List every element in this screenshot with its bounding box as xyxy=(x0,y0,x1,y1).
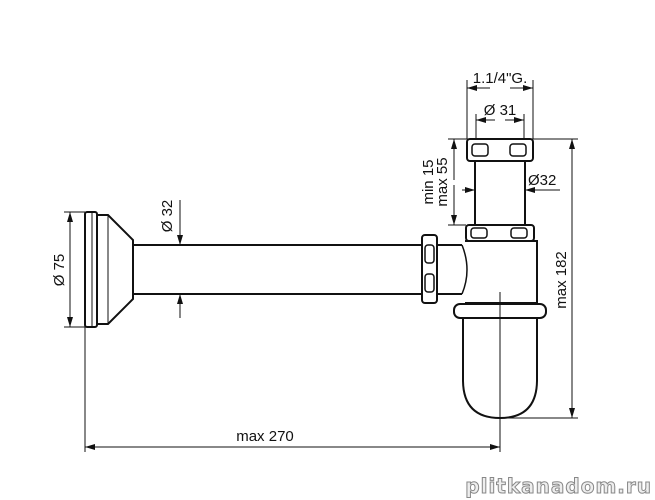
pipe-diameter-label: Ø 32 xyxy=(159,200,176,233)
side-nut xyxy=(421,234,438,304)
tail-length-min-label: min 15 xyxy=(420,159,437,204)
trap-upper-body xyxy=(465,240,538,304)
dimension-lines xyxy=(64,80,578,452)
flange-cone xyxy=(97,214,134,325)
wall-flange xyxy=(84,211,98,328)
tail-length-max-label: max 55 xyxy=(434,157,451,206)
trap-body xyxy=(84,138,547,420)
height-label: max 182 xyxy=(553,251,570,309)
tailpiece-diameter-label: Ø32 xyxy=(528,172,556,189)
flange-diameter-label: Ø 75 xyxy=(51,254,68,287)
top-nut xyxy=(466,138,534,162)
length-label: max 270 xyxy=(236,428,294,445)
thread-label: 1.1/4"G. xyxy=(473,70,528,87)
outlet-diameter-label: Ø 31 xyxy=(484,102,517,119)
watermark: plitkanadom.ru xyxy=(465,474,652,498)
